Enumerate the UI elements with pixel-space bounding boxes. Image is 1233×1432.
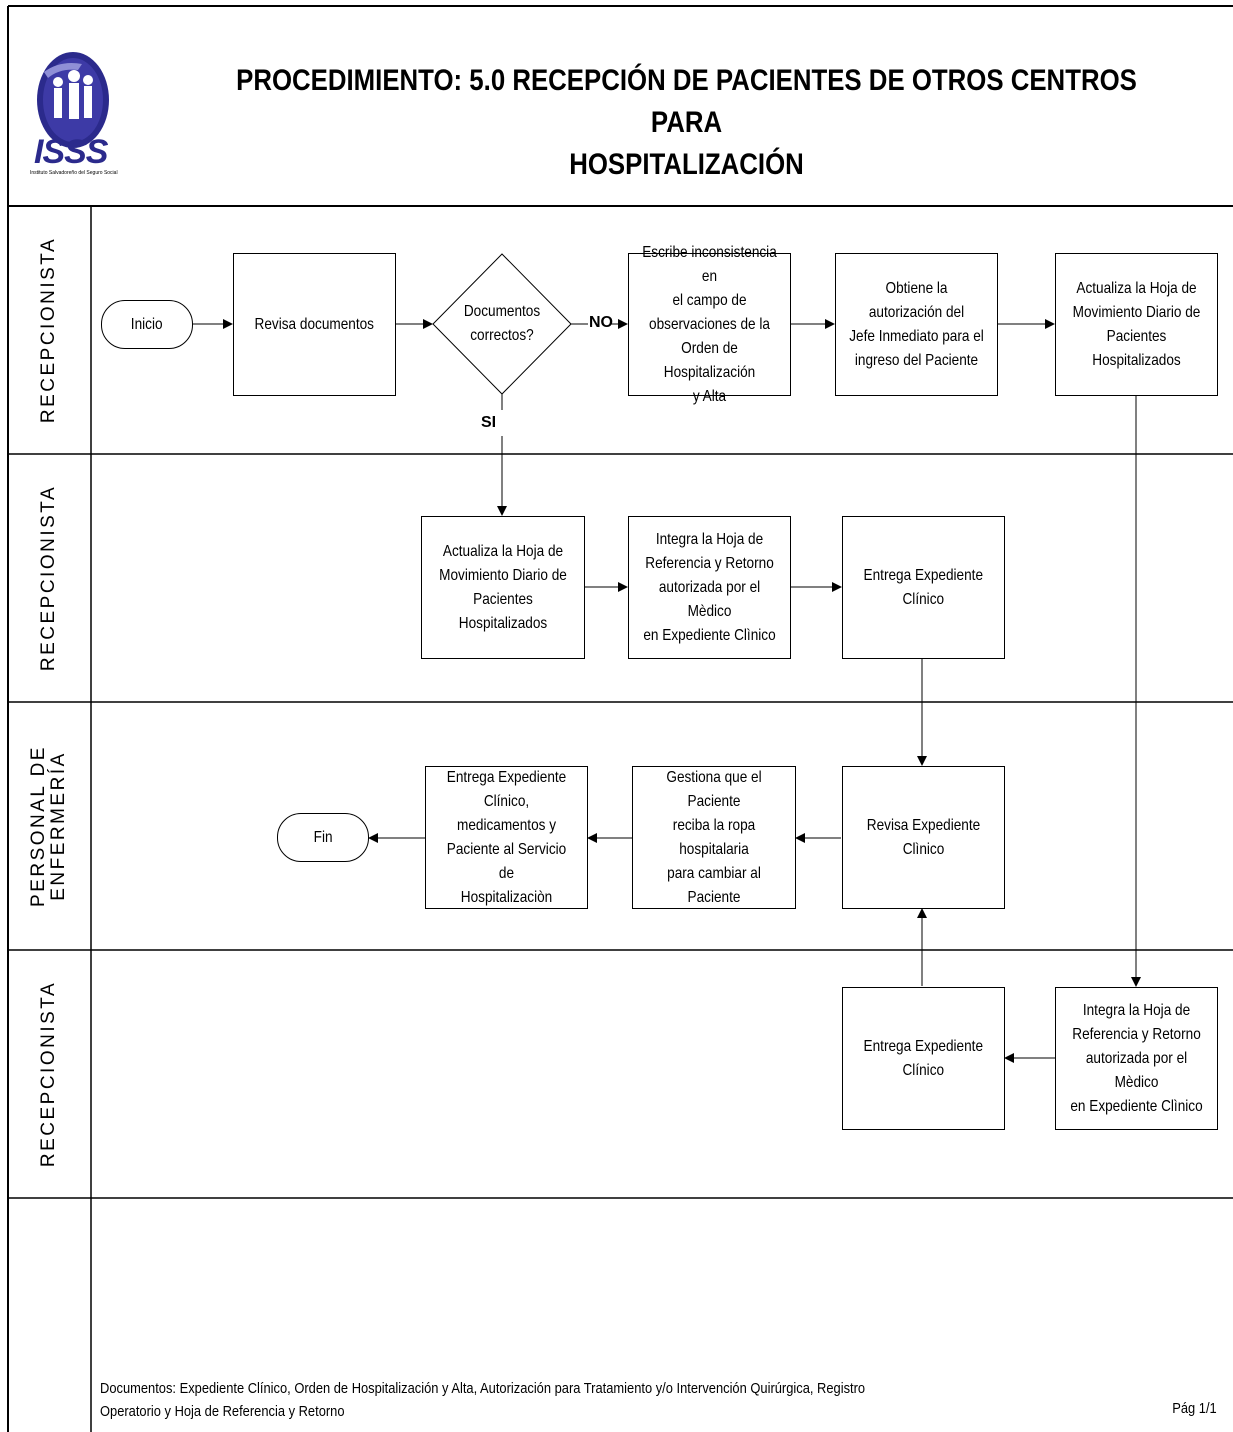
process-revisa-expediente: Revisa Expediente Clìnico	[842, 766, 1005, 909]
logo-subtext: Instituto Salvadoreño del Seguro Social	[30, 170, 118, 176]
edge-label-si: SI	[481, 414, 497, 431]
process-label: Gestiona que el Paciente reciba la ropa …	[666, 768, 762, 906]
lane-label-recepcionista-3: RECEPCIONISTA	[38, 980, 59, 1168]
start-terminator: Inicio	[101, 300, 193, 349]
process-obtiene-autorizacion: Obtiene la autorización del Jefe Inmedia…	[835, 253, 998, 396]
documents-footnote: Documentos: Expediente Clínico, Orden de…	[100, 1377, 980, 1423]
process-escribe-inconsistencia: Escribe inconsistencia en el campo de ob…	[628, 244, 791, 405]
page-number-text: Pág 1/1	[1172, 1400, 1217, 1417]
process-label: Escribe inconsistencia en el campo de ob…	[642, 243, 777, 405]
title-line-1: PROCEDIMIENTO: 5.0 RECEPCIÓN DE PACIENTE…	[236, 64, 1137, 139]
process-label: Actualiza la Hoja de Movimiento Diario d…	[439, 542, 567, 632]
process-revisa-documentos: Revisa documentos	[233, 253, 396, 396]
process-label: Actualiza la Hoja de Movimiento Diario d…	[1072, 279, 1201, 369]
lane-label-personal-enfermeria: PERSONAL DE ENFERMERÍA	[28, 745, 69, 907]
process-entrega-expediente-1: Entrega Expediente Clínico	[842, 516, 1005, 659]
process-label: Integra la Hoja de Referencia y Retorno …	[1070, 1001, 1203, 1115]
process-integra-hoja-2: Integra la Hoja de Referencia y Retorno …	[1055, 987, 1218, 1130]
process-label: Obtiene la autorización del Jefe Inmedia…	[849, 279, 984, 369]
process-gestiona-ropa: Gestiona que el Paciente reciba la ropa …	[632, 766, 796, 909]
process-entrega-expediente-medicamentos: Entrega Expediente Clínico, medicamentos…	[425, 766, 588, 909]
process-label: Entrega Expediente Clínico	[863, 566, 984, 608]
process-integra-hoja-1: Integra la Hoja de Referencia y Retorno …	[628, 516, 791, 659]
logo: ISSS Instituto Salvadoreño del Seguro So…	[30, 42, 118, 178]
isss-logo-emblem	[37, 52, 109, 148]
start-label: Inicio	[131, 315, 163, 333]
edge-label-no: NO	[589, 314, 613, 331]
documents-line-2: Operatorio y Hoja de Referencia y Retorn…	[100, 1403, 345, 1420]
page-title: PROCEDIMIENTO: 5.0 RECEPCIÓN DE PACIENTE…	[225, 60, 1148, 186]
decision-label: Documentos correctos?	[443, 300, 561, 348]
end-label: Fin	[313, 828, 333, 846]
process-entrega-expediente-2: Entrega Expediente Clínico	[842, 987, 1005, 1130]
logo-text: ISSS	[34, 133, 108, 171]
process-actualiza-hoja-1: Actualiza la Hoja de Movimiento Diario d…	[1055, 253, 1218, 396]
page-number: Pág 1/1	[1165, 1400, 1217, 1417]
decision-label-text: Documentos correctos?	[463, 303, 541, 344]
lane-label-recepcionista-1: RECEPCIONISTA	[38, 236, 59, 424]
process-label: Revisa Expediente Clìnico	[866, 816, 981, 858]
process-label: Revisa documentos	[254, 315, 375, 333]
process-actualiza-hoja-2: Actualiza la Hoja de Movimiento Diario d…	[421, 516, 585, 659]
lane-label-recepcionista-2: RECEPCIONISTA	[38, 484, 59, 672]
title-line-2: HOSPITALIZACIÓN	[569, 148, 804, 181]
process-label: Entrega Expediente Clínico, medicamentos…	[446, 768, 567, 906]
documents-line-1: Documentos: Expediente Clínico, Orden de…	[100, 1380, 866, 1397]
end-terminator: Fin	[277, 813, 369, 862]
process-label: Entrega Expediente Clínico	[863, 1037, 984, 1079]
process-label: Integra la Hoja de Referencia y Retorno …	[643, 530, 776, 644]
